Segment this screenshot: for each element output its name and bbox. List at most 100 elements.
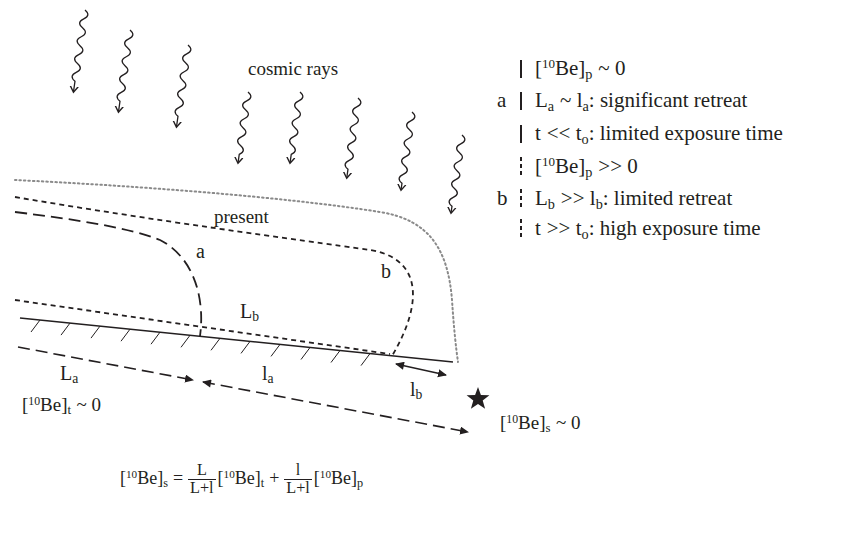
text-line: present (214, 206, 269, 228)
diagram-label: L+l (284, 479, 312, 497)
diagram-label: 10 (506, 413, 518, 426)
glacier-a-surface (15, 212, 201, 336)
bedrock-line (20, 318, 453, 362)
diagram-label: L (60, 362, 72, 384)
text-line: [10Be]s=LL+l[10Be]t+lL+l[10Be]p (120, 462, 363, 497)
length-arrow-La (18, 347, 193, 380)
diagram-label: p (585, 164, 592, 180)
diagram-label: L (535, 186, 548, 210)
diagram-label: l (284, 462, 312, 479)
diagram-label: Be] (137, 468, 163, 488)
cosmic-ray-arrows (70, 10, 465, 213)
text-line: a (497, 88, 506, 112)
diagram-label: a (196, 240, 205, 262)
diagram-label: 10 (126, 468, 137, 480)
text-line: cosmic rays (248, 58, 338, 80)
text-line: La~ la: significant retreat (535, 88, 747, 114)
glacier-b-extent (15, 300, 390, 354)
fraction: LL+l (188, 462, 216, 497)
diagram-label: Be] (235, 468, 261, 488)
case-a-bars (520, 60, 522, 143)
diagram-label: 10 (320, 468, 331, 480)
diagram-label: >> t (547, 216, 582, 240)
length-arrow-lb (396, 364, 446, 375)
diagram-label: b (596, 196, 603, 212)
text-line: La (60, 362, 78, 387)
diagram-label: o (582, 226, 589, 242)
diagram-label: a (497, 88, 506, 112)
diagram-label: Be] (518, 412, 545, 433)
sample-star (467, 387, 490, 409)
text-line: la (262, 362, 274, 387)
text-line: t>> to: high exposure time (535, 216, 761, 242)
diagram-label: a (548, 98, 554, 114)
diagram-label: present (214, 206, 269, 227)
diagram-label: + (269, 468, 279, 488)
diagram-label: l (262, 362, 268, 384)
diagram-label: << t (547, 121, 582, 145)
diagram-label: ~ l (560, 88, 582, 112)
diagram-label: : limited retreat (603, 186, 732, 210)
diagram-label: L (240, 300, 252, 322)
present-surface (15, 180, 458, 362)
fraction: lL+l (284, 462, 312, 497)
diagram-label: 10 (28, 395, 40, 408)
text-line: [10Be]p>> 0 (535, 154, 638, 180)
diagram-label: L (188, 462, 216, 479)
diagram-label: [ (22, 394, 28, 415)
diagram-label: >> l (561, 186, 596, 210)
diagram-label: : high exposure time (589, 216, 761, 240)
diagram-label: [ (535, 56, 542, 80)
diagram-label: [ (120, 468, 126, 488)
text-line: [10Be]s~ 0 (500, 412, 580, 436)
diagram-label: s (163, 476, 168, 490)
diagram-label: >> 0 (598, 154, 637, 178)
diagram-label: b (416, 387, 423, 402)
glacier-b-surface (15, 197, 413, 356)
diagram-label: a (72, 371, 78, 386)
text-line: [10Be]p ~ 0 (535, 56, 625, 82)
diagram-label: b (252, 309, 259, 324)
diagram-label: 10 (224, 468, 235, 480)
text-line: t<< to: limited exposure time (535, 121, 783, 147)
diagram-label: Be] (555, 56, 585, 80)
diagram-label: t (535, 216, 541, 240)
diagram-label: t (261, 476, 264, 490)
text-line: lb (410, 378, 422, 403)
diagram-label: : significant retreat (589, 88, 748, 112)
diagram-label: [ (500, 412, 506, 433)
diagram-label: 10 (542, 154, 555, 169)
diagram-label: p (357, 476, 363, 490)
diagram-label: Be] (331, 468, 357, 488)
diagram-label: p (585, 66, 592, 82)
diagram-label: ~ 0 (76, 394, 101, 415)
diagram-label: L (535, 88, 548, 112)
text-line: a (196, 240, 205, 263)
diagram-label: ~ 0 (556, 412, 581, 433)
diagram-label: b (497, 186, 508, 210)
diagram-label: t (535, 121, 541, 145)
diagram-label: 10 (542, 56, 555, 71)
diagram-label: l (410, 378, 416, 400)
diagram-label: [ (314, 468, 320, 488)
diagram-label: a (583, 98, 589, 114)
diagram-label: t (68, 402, 72, 417)
length-arrow-la (203, 382, 468, 432)
diagram-label: ~ 0 (598, 56, 625, 80)
text-line: b (497, 186, 508, 210)
text-line: Lb>> lb: limited retreat (535, 186, 732, 212)
text-line: [10Be]t ~ 0 (22, 394, 101, 418)
text-line: Lb (240, 300, 259, 325)
diagram-label: [ (535, 154, 542, 178)
diagram-label: b (548, 196, 555, 212)
text-line: b (381, 260, 391, 283)
diagram-label: : limited exposure time (589, 121, 783, 145)
diagram-label: o (582, 131, 589, 147)
diagram-label: a (268, 371, 274, 386)
diagram-label: L+l (188, 479, 216, 497)
diagram-label: = (173, 468, 183, 488)
case-b-bars (520, 157, 522, 240)
diagram-label: b (381, 260, 391, 282)
diagram-label: [ (218, 468, 224, 488)
diagram-label: Be] (40, 394, 67, 415)
